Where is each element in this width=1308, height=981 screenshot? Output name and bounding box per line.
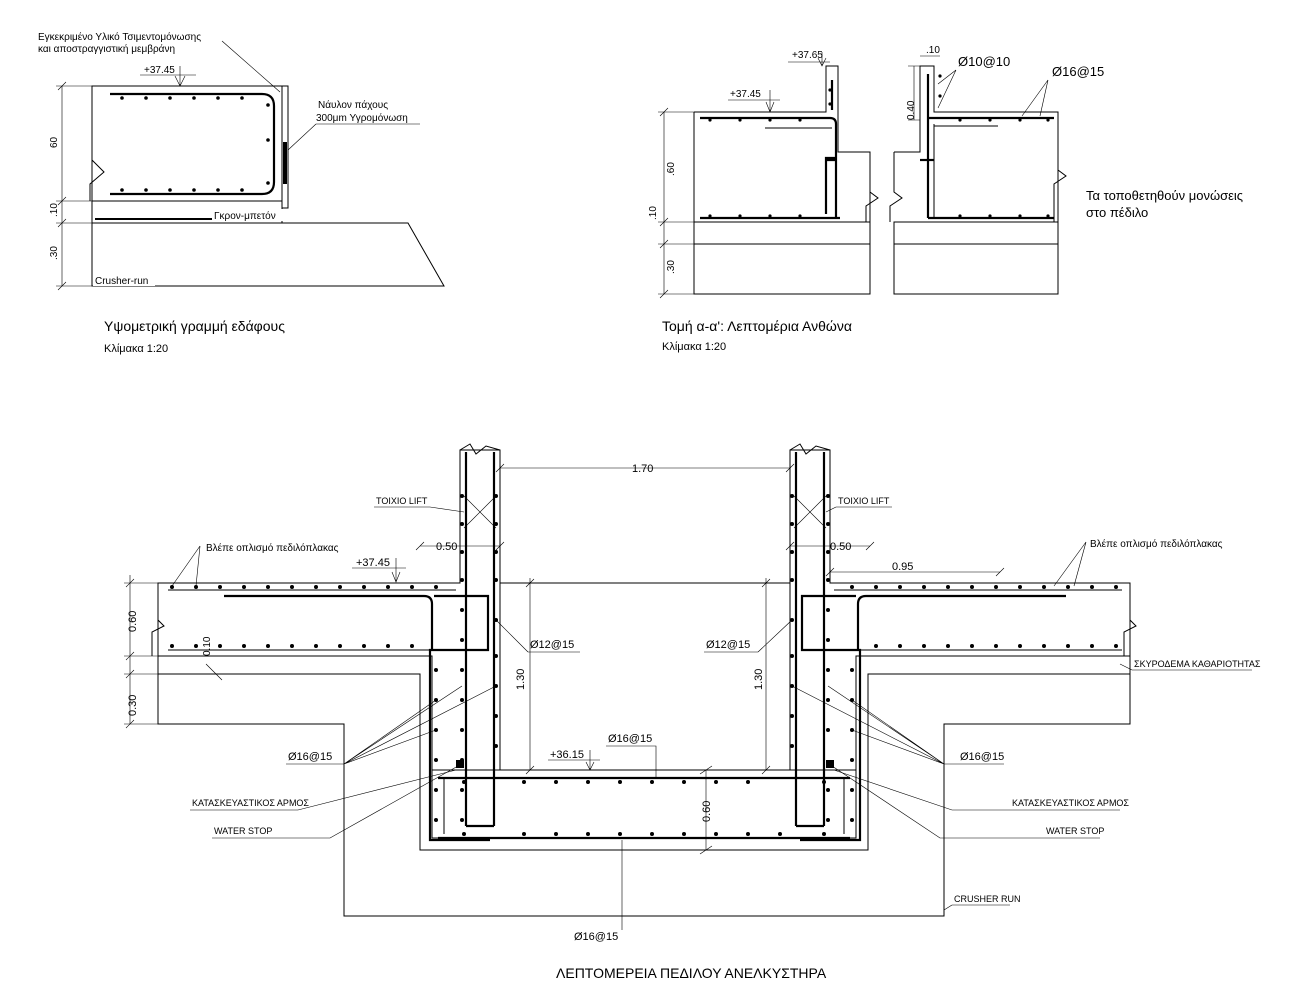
detail2-dim-10: .10 — [926, 45, 940, 56]
detail3-waterstop-right-mark — [826, 760, 834, 768]
detail2-bar-10: Ø10@10 — [958, 54, 1010, 69]
detail1-dim-line — [56, 85, 92, 287]
detail1-rebar-dots — [120, 96, 270, 192]
detail3-dim-130-left: 1.30 — [515, 669, 527, 690]
detail3-wall-left: ΤΟΙΧΙΟ LIFT — [376, 496, 428, 506]
detail3-waterstop-left: WATER STOP — [214, 826, 272, 836]
detail3-pit-inner — [499, 583, 791, 771]
detail3-level-top: +37.45 — [356, 557, 390, 569]
detail3-dim-050-right: 0.50 — [830, 541, 851, 553]
detail3-right-wall-rebar — [794, 452, 826, 828]
detail3-dim-030: 0.30 — [127, 695, 139, 716]
detail3-bar-16-top: Ø16@15 — [608, 733, 652, 745]
detail3-lift-pit: 1.70 ΤΟΙΧΙΟ LIFT ΤΟΙΧΙΟ LIFT Βλέπε οπλισ… — [124, 443, 1261, 981]
detail3-pit-base-rebar — [438, 776, 850, 840]
detail3-bar-12-left: Ø12@15 — [530, 639, 574, 651]
detail3-bar-16-bottom: Ø16@15 — [574, 931, 618, 943]
detail1-break-line — [89, 86, 105, 201]
detail3-rebar-dots — [170, 494, 1118, 836]
detail2-anthona-section: .60 .10 .30 0.40 .10 +37.65 +37.45 Ø10@1… — [648, 45, 1243, 353]
detail1-nylon-l2: 300μm Υγρομόνωση — [316, 112, 408, 124]
detail2-right-crusher — [893, 243, 1059, 295]
detail1-nylon-l1: Νάυλον πάχους — [318, 99, 388, 111]
detail2-level-top: +37.65 — [792, 50, 823, 61]
detail3-joint-right: ΚΑΤΑΣΚΕΥΑΣΤΙΚΟΣ ΑΡΜΟΣ — [1012, 798, 1129, 808]
detail1-title: Υψομετρική γραμμή εδάφους — [104, 318, 285, 334]
detail1-nylon-membrane — [283, 142, 287, 184]
detail2-dim-line — [658, 111, 694, 295]
detail1-dim-30: .30 — [49, 246, 60, 260]
detail3-bar-16-left: Ø16@15 — [288, 751, 332, 763]
detail1-label-membrane: και αποστραγγιστική μεμβράνη — [38, 43, 175, 55]
detail1-slab — [91, 85, 283, 202]
detail3-level-top-marker — [352, 558, 406, 583]
detail1-rebar-loop — [110, 92, 276, 196]
detail2-right-rebar-dots — [938, 74, 1050, 218]
detail2-level: +37.45 — [730, 89, 761, 100]
detail2-title: Τομή α-α': Λεπτομέρια Ανθώνα — [662, 318, 852, 334]
detail3-bar-16-right: Ø16@15 — [960, 751, 1004, 763]
detail3-crusher-run — [157, 673, 1131, 917]
detail1-leader-material — [221, 40, 281, 93]
detail3-title: ΛΕΠΤΟΜΕΡΕΙΑ ΠΕΔΙΛΟΥ ΑΝΕΛΚΥΣΤΗΡΑ — [556, 965, 827, 981]
detail2-dim-30: .30 — [666, 260, 677, 274]
detail2-right-slab — [894, 65, 1059, 223]
detail3-dim-170: 1.70 — [632, 463, 653, 475]
detail3-dim-095: 0.95 — [892, 561, 913, 573]
detail2-note-l2: στο πέδιλο — [1086, 205, 1148, 220]
detail3-concrete-body — [157, 449, 1131, 839]
detail2-note-l1: Τα τοποθετηθούν μονώσεις — [1086, 188, 1243, 203]
detail2-level-top-marker — [788, 52, 830, 67]
detail1-ground-level: 60 .10 .30 +37.45 Εγκεκριμένο Υλικό Τσιμ… — [38, 31, 445, 355]
detail1-leader-nylon — [287, 123, 420, 151]
detail2-left-crusher — [693, 243, 871, 295]
detail1-crusher: Crusher-run — [95, 276, 148, 287]
detail2-bar-16: Ø16@15 — [1052, 64, 1104, 79]
detail3-dim-130-right: 1.30 — [753, 669, 765, 690]
detail2-left-slab — [694, 65, 871, 223]
detail2-level-marker — [728, 90, 780, 113]
detail1-level-marker — [140, 66, 196, 87]
detail1-scale: Κλίμακα 1:20 — [104, 343, 168, 355]
detail3-dim-060-pit: 0.60 — [701, 801, 713, 822]
detail3-dim-060-left: 0.60 — [127, 611, 139, 632]
detail2-dim-010: .10 — [648, 206, 659, 220]
detail2-scale: Κλίμακα 1:20 — [662, 341, 726, 353]
detail2-dim-040: 0.40 — [906, 100, 917, 120]
detail1-wall-face — [281, 85, 289, 209]
detail3-left-wall-rebar — [464, 452, 496, 828]
detail3-see-slab-right: Βλέπε οπλισμό πεδιλόπλακας — [1090, 538, 1223, 550]
detail3-dim-170-line — [495, 463, 795, 473]
detail3-dim-010: 0.10 — [202, 636, 213, 656]
detail3-waterstop-left-mark — [456, 760, 464, 768]
detail2-right-rebar — [926, 74, 1054, 220]
detail3-waterstop-right: WATER STOP — [1046, 826, 1104, 836]
detail3-bar-12-right: Ø12@15 — [706, 639, 750, 651]
detail2-dim-60: .60 — [666, 162, 677, 176]
detail1-level: +37.45 — [144, 65, 175, 76]
detail3-joint-left: ΚΑΤΑΣΚΕΥΑΣΤΙΚΟΣ ΑΡΜΟΣ — [192, 798, 309, 808]
detail3-wall-right: ΤΟΙΧΙΟ LIFT — [838, 496, 890, 506]
detail3-lean-concrete-label: ΣΚΥΡΟΔΕΜΑ ΚΑΘΑΡΙΟΤΗΤΑΣ — [1134, 659, 1261, 669]
detail3-crusher-run-label: CRUSHER RUN — [954, 894, 1021, 904]
detail1-label-material: Εγκεκριμένο Υλικό Τσιμεντομόνωσης — [38, 31, 201, 43]
detail3-dim-050-left: 0.50 — [436, 541, 457, 553]
detail2-left-rebar-dots — [708, 88, 832, 218]
detail2-left-rebar-top — [700, 116, 838, 218]
detail3-see-slab-left: Βλέπε οπλισμό πεδιλόπλακας — [206, 542, 339, 554]
detail2-right-lean — [893, 221, 1059, 245]
detail1-crusher-run — [91, 222, 445, 287]
detail3-dim-left-line — [124, 575, 158, 725]
detail3-level-pit: +36.15 — [550, 749, 584, 761]
detail1-dim-10: .10 — [49, 203, 60, 217]
detail1-gkron: Γκρον-μπετόν — [214, 210, 276, 222]
detail3-level-pit-marker — [548, 750, 600, 771]
detail2-left-lean — [693, 221, 871, 245]
detail1-dim-60: 60 — [49, 136, 60, 148]
